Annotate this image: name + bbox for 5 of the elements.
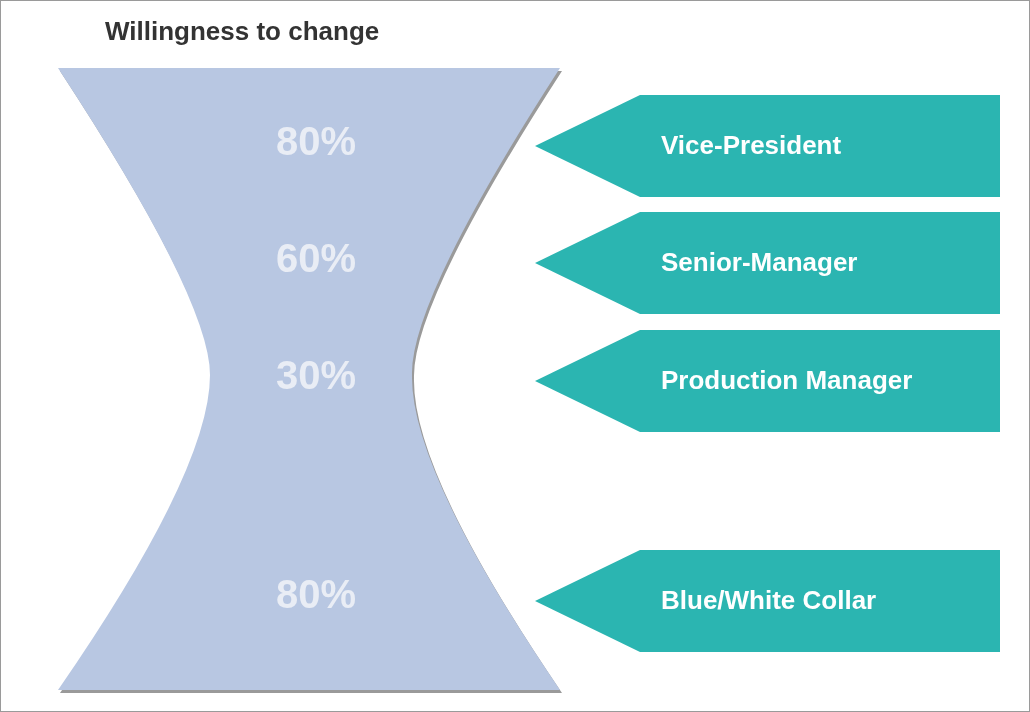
role-label: Vice-President xyxy=(661,129,842,161)
role-label: Blue/White Collar xyxy=(661,584,877,616)
role-label: Production Manager xyxy=(661,364,913,396)
title: Willingness to change xyxy=(105,16,380,47)
role-label: Senior-Manager xyxy=(661,246,858,278)
